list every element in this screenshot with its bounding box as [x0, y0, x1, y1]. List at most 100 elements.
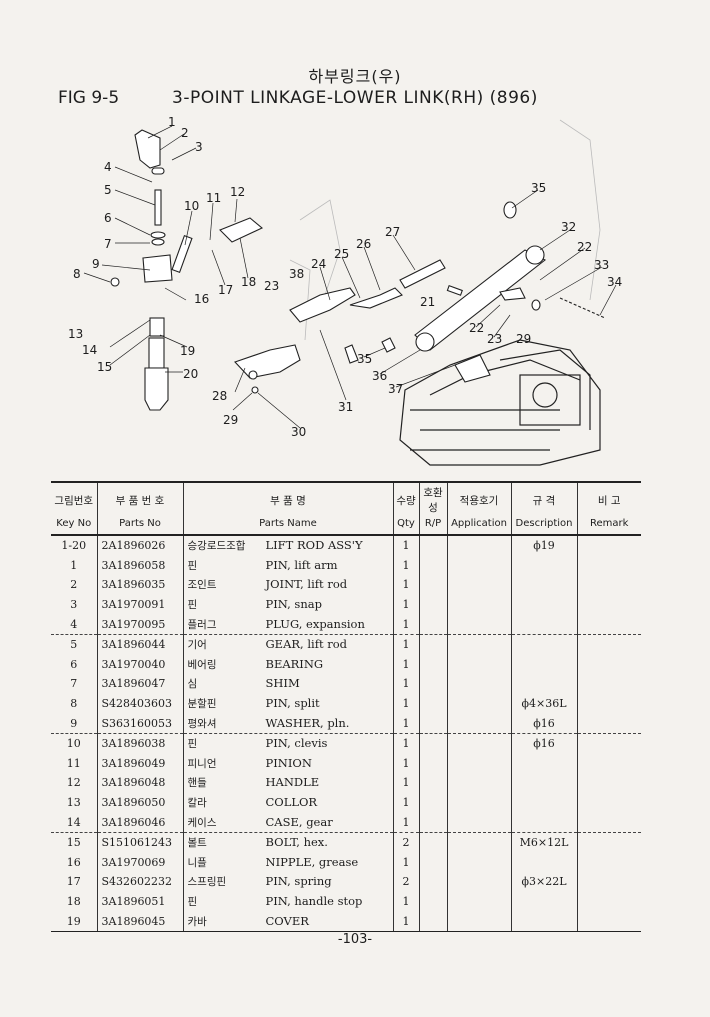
key-no-cell: 1 — [70, 558, 78, 572]
application-cell — [446, 535, 511, 556]
key-no-cell: 8 — [70, 697, 78, 711]
part-name-cell: 기어 GEAR, lift rod — [182, 634, 393, 655]
description-cell — [510, 911, 577, 932]
part-no-cell: 3A1896045 — [96, 911, 183, 932]
description-cell — [510, 614, 577, 635]
remark-cell — [576, 891, 641, 912]
key-no-cell: 10 — [66, 737, 81, 751]
remark-cell — [576, 535, 641, 556]
callout: 27 — [385, 225, 400, 239]
key-no-cell: 18 — [66, 894, 81, 908]
part-name-korean: 기어 — [187, 639, 207, 652]
qty-cell: 1 — [392, 792, 419, 813]
remark-cell — [576, 832, 641, 853]
part-no-cell: 3A1970095 — [96, 614, 183, 635]
callout: 23 — [487, 332, 502, 346]
description-cell: ϕ3×22L — [510, 872, 577, 892]
application-cell — [446, 634, 511, 655]
part-no-cell: S151061243 — [96, 832, 183, 853]
part-name-english: PIN, handle stop — [265, 893, 363, 908]
rp-cell — [418, 872, 447, 892]
remark-cell — [576, 872, 641, 892]
part-no-cell: 2A1896026 — [96, 535, 183, 556]
part-name-english: PLUG, expansion — [265, 616, 365, 631]
callout: 3 — [195, 140, 203, 154]
part-name-korean: 케이스 — [187, 816, 217, 829]
part-no-cell: 3A1970069 — [96, 852, 183, 873]
key-no-cell: 17 — [66, 875, 81, 889]
remark-cell — [576, 654, 641, 675]
description-cell — [510, 812, 577, 833]
col-header: Qty — [392, 515, 419, 536]
callout: 12 — [230, 185, 245, 199]
callout: 37 — [388, 382, 403, 396]
part-no-cell: 3A1970040 — [96, 654, 183, 675]
rp-cell — [418, 733, 447, 754]
key-no-cell: 6 — [70, 657, 78, 671]
rp-cell — [418, 792, 447, 813]
callout: 15 — [97, 360, 112, 374]
application-cell — [446, 614, 511, 635]
rp-cell — [418, 674, 447, 694]
col-header: Parts Name — [182, 515, 393, 536]
part-no-cell: 3A1896051 — [96, 891, 183, 912]
callout: 4 — [104, 160, 112, 174]
part-name-english: GEAR, lift rod — [265, 637, 348, 652]
callout: 7 — [104, 237, 112, 251]
part-name-korean: 핀 — [187, 895, 198, 908]
application-cell — [446, 575, 511, 595]
remark-cell — [576, 594, 641, 615]
key-no-cell: 7 — [70, 677, 78, 691]
rp-cell — [418, 535, 447, 556]
part-name-korean: 볼트 — [187, 837, 207, 850]
application-cell — [446, 812, 511, 833]
part-name-korean: 카바 — [187, 915, 207, 928]
part-name-korean: 니플 — [187, 856, 207, 869]
application-cell — [446, 872, 511, 892]
application-cell — [446, 654, 511, 675]
application-cell — [446, 733, 511, 754]
qty-cell: 1 — [392, 614, 419, 635]
description-cell: ϕ16 — [510, 713, 577, 734]
description-cell — [510, 773, 577, 793]
rear-housing-drawing — [399, 339, 601, 466]
part-name-cell: 핀 PIN, handle stop — [182, 891, 393, 912]
callout: 13 — [68, 327, 83, 341]
page-number: -103- — [337, 932, 373, 947]
callout: 5 — [104, 183, 112, 197]
callout: 26 — [356, 237, 371, 251]
remark-cell — [576, 713, 641, 734]
key-no-cell: 16 — [66, 855, 81, 869]
part-no-cell: 3A1896035 — [96, 575, 183, 595]
callout: 36 — [372, 369, 387, 383]
rp-cell — [418, 713, 447, 734]
part-name-english: JOINT, lift rod — [265, 577, 348, 592]
page-title-korean: 하부링크(우) — [308, 67, 402, 86]
callout: 6 — [104, 211, 112, 225]
col-header: 수량 — [392, 481, 419, 515]
remark-cell — [576, 812, 641, 833]
callout: 17 — [218, 283, 233, 297]
figure-title: 3-POINT LINKAGE-LOWER LINK(RH) (896) — [172, 88, 538, 108]
part-name-korean: 핀 — [187, 599, 198, 612]
remark-cell — [576, 693, 641, 714]
leader-lines — [83, 125, 617, 429]
qty-cell: 1 — [392, 594, 419, 615]
key-no-cell: 4 — [51, 614, 97, 635]
callout: 24 — [311, 257, 326, 271]
